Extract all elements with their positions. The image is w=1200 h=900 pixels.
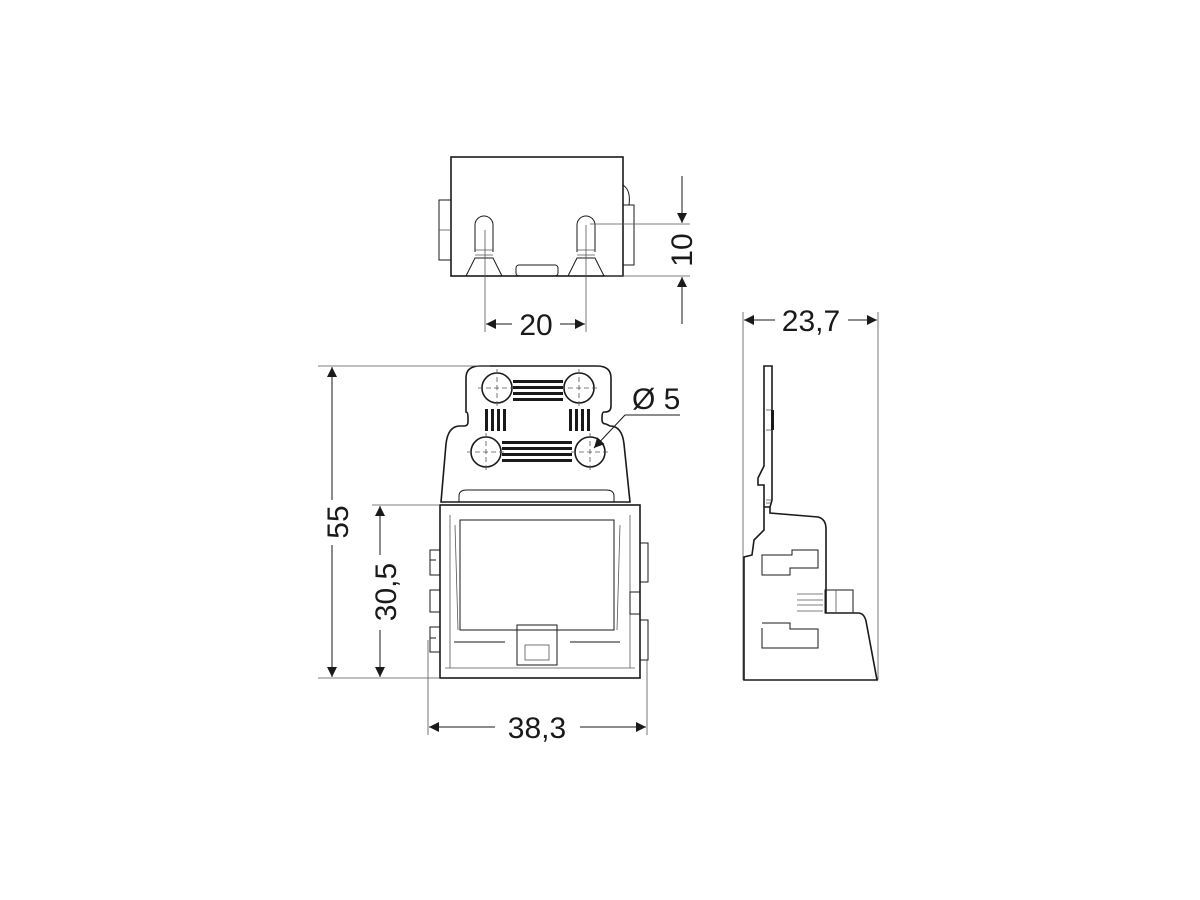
dim-body-height: 30,5 — [370, 563, 403, 621]
front-view: Ø 5 55 30,5 38,3 — [318, 365, 680, 745]
mounting-holes — [467, 369, 609, 471]
side-view: 23,7 — [742, 305, 879, 681]
dim-depth: 23,7 — [782, 305, 840, 338]
dim-pin-spacing: 20 — [519, 309, 552, 342]
top-view: 20 10 — [438, 156, 699, 342]
dim-total-height: 55 — [322, 505, 355, 538]
dim-hole-diameter: Ø 5 — [632, 383, 680, 416]
dim-pin-height: 10 — [666, 233, 699, 266]
rib-pattern — [485, 380, 590, 462]
dim-width: 38,3 — [508, 712, 566, 745]
